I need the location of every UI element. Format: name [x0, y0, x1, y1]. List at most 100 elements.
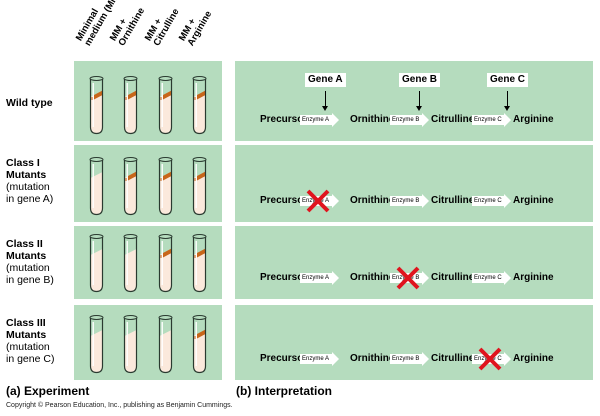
tube-outline [123, 160, 138, 216]
test-tube-icon [192, 315, 207, 374]
arrow-body [300, 115, 332, 125]
agar-medium [159, 330, 172, 373]
compound-label: Citrulline [431, 195, 475, 206]
tube-growth [192, 75, 207, 135]
compound-label: Arginine [513, 114, 554, 125]
compound-label: Ornithine [350, 272, 395, 283]
test-tube-icon [123, 157, 138, 216]
x-stroke [306, 189, 330, 213]
tube-rim [123, 76, 138, 81]
tube-no-growth [89, 156, 104, 216]
experiment-panel [74, 226, 222, 299]
arrow-head [422, 271, 429, 285]
tube-outline [158, 79, 173, 135]
enzyme-label: Enzyme B [392, 356, 420, 362]
blocked-x-icon [478, 347, 502, 371]
arrow-body [390, 196, 422, 206]
agar-medium [90, 330, 103, 373]
row-label-detail: in gene B) [6, 274, 54, 286]
test-tube-icon [123, 234, 138, 293]
enzyme-label: Enzyme B [392, 117, 420, 123]
arrow-body [300, 273, 332, 283]
glass-highlight [195, 241, 197, 285]
tube-growth [123, 75, 138, 135]
compound-label: Citrulline [431, 353, 475, 364]
tube-rim [192, 76, 207, 81]
growth-streak-edge [125, 178, 127, 181]
arrow-head [332, 271, 339, 285]
glass-highlight [92, 83, 94, 127]
tube-outline [192, 237, 207, 293]
tube-no-growth [123, 233, 138, 293]
glass-highlight [195, 83, 197, 127]
enzyme-label: Enzyme C [474, 275, 502, 281]
arrow-head [504, 113, 511, 127]
experiment-caption: (a) Experiment [6, 384, 90, 398]
growth-streak-edge [194, 97, 196, 100]
test-tube-icon [158, 157, 173, 216]
tube-rim [89, 234, 104, 239]
gene-label: Gene B [399, 73, 441, 87]
glass-highlight [126, 164, 128, 208]
glass-highlight [92, 322, 94, 366]
tube-rim [89, 76, 104, 81]
growth-streak-edge [194, 336, 196, 339]
gene-arrow-icon [322, 91, 328, 111]
arrow-head [332, 113, 339, 127]
tube-growth [158, 156, 173, 216]
growth-streak [163, 171, 172, 181]
tube-outline [192, 160, 207, 216]
enzyme-label: Enzyme C [474, 117, 502, 123]
tube-growth [158, 233, 173, 293]
growth-streak-edge [160, 97, 162, 100]
growth-streak-edge [125, 97, 127, 100]
glass-highlight [195, 164, 197, 208]
compound-label: Arginine [513, 353, 554, 364]
arrow-body [472, 273, 504, 283]
arrow-body [390, 115, 422, 125]
arrow-head [422, 352, 429, 366]
tube-rim [89, 157, 104, 162]
experiment-panel [74, 305, 222, 380]
tube-outline [158, 160, 173, 216]
tube-no-growth [123, 314, 138, 374]
test-tube-icon [192, 234, 207, 293]
tube-outline [192, 79, 207, 135]
glass-highlight [126, 83, 128, 127]
compound-label: Ornithine [350, 114, 395, 125]
agar-medium [90, 249, 103, 292]
agar-medium [124, 249, 137, 292]
row-label: Wild type [6, 97, 53, 109]
tube-outline [192, 318, 207, 374]
tube-rim [123, 234, 138, 239]
tube-outline [123, 318, 138, 374]
row-label-detail: (mutation [6, 181, 50, 193]
agar-medium [124, 330, 137, 373]
glass-highlight [161, 164, 163, 208]
enzyme-label: Enzyme B [392, 198, 420, 204]
tube-outline [123, 79, 138, 135]
row-label-title: Class II [6, 238, 43, 250]
row-label-title: Mutants [6, 329, 47, 341]
row-label-title: Class I [6, 157, 40, 169]
growth-streak-edge [194, 255, 196, 258]
test-tube-icon [89, 76, 104, 135]
compound-label: Precursor [260, 114, 308, 125]
tube-rim [192, 234, 207, 239]
test-tube-icon [89, 157, 104, 216]
tube-rim [89, 315, 104, 320]
test-tube-icon [123, 315, 138, 374]
test-tube-icon [158, 76, 173, 135]
gene-arrow-icon [416, 91, 422, 111]
compound-label: Citrulline [431, 272, 475, 283]
tube-outline [89, 318, 104, 374]
tube-outline [89, 237, 104, 293]
tube-rim [158, 234, 173, 239]
column-header: MM +Citrulline [143, 2, 182, 48]
compound-label: Precursor [260, 272, 308, 283]
